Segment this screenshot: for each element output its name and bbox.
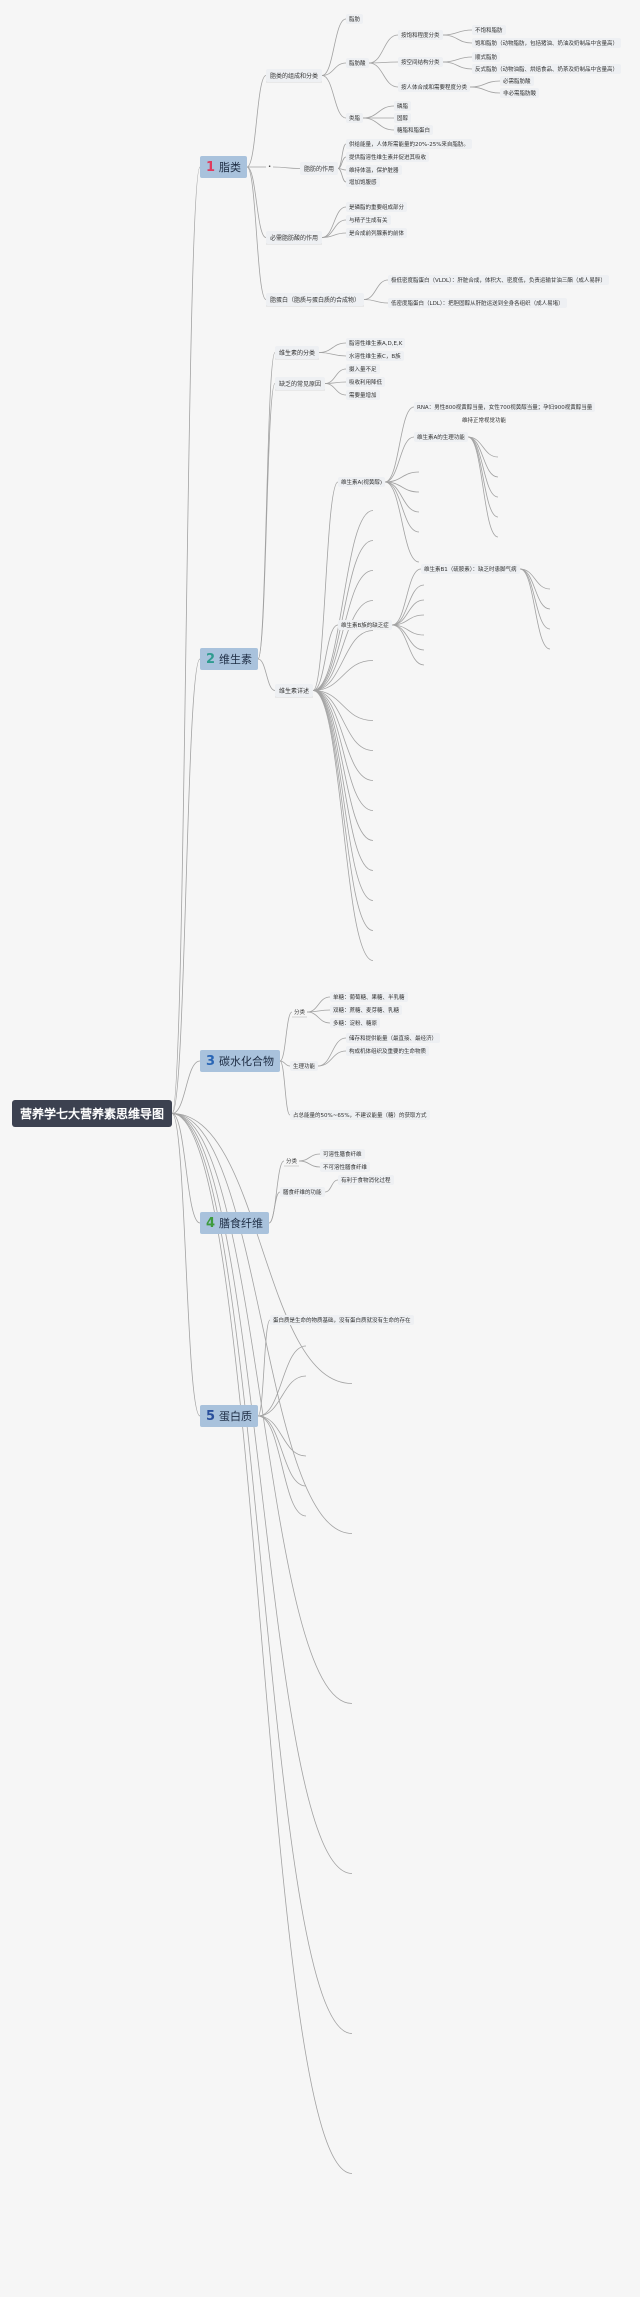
carbs-di[interactable]: 双糖：蔗糖、麦芽糖、乳糖: [330, 1005, 403, 1015]
fat-function-1[interactable]: 供给能量，人体所需能量的20%-25%来自脂肪。: [346, 139, 472, 149]
vitamin-deficiency-2[interactable]: 吸收利用降低: [346, 377, 386, 387]
vitamin-classify[interactable]: 维生素的分类: [275, 346, 320, 359]
carbs-physio-1[interactable]: 储存和提供能量（最直接、最经济）: [346, 1033, 441, 1043]
fat-efa-3[interactable]: 是合成前列腺素的前体: [346, 228, 408, 238]
fat-ldl[interactable]: 低密度脂蛋白（LDL）：把胆固醇从肝脏运送到全身各组织（成人易堵）: [388, 298, 567, 308]
carbs-mono[interactable]: 单糖：葡萄糖、果糖、半乳糖: [330, 992, 408, 1002]
branch-number-3: 3: [206, 1054, 216, 1069]
fat-efa-function[interactable]: 必需脂肪酸的作用: [266, 231, 323, 244]
fat-cis[interactable]: 顺式脂肪: [472, 52, 501, 62]
vitamin-water-soluble[interactable]: 水溶性维生素C，B族: [346, 351, 404, 361]
fat-sterol[interactable]: 固醇: [394, 113, 412, 123]
vitamin-fat-soluble[interactable]: 脂溶性维生素A,D,E,K: [346, 338, 406, 348]
vitamin-deficiency-1[interactable]: 摄入量不足: [346, 364, 380, 374]
vitamin-deficiency[interactable]: 缺乏的常见原因: [275, 377, 326, 390]
branch-title-vitamin: 维生素: [219, 653, 253, 666]
fat-function-4[interactable]: 增加饱腹感: [346, 177, 380, 187]
fat-by-saturation[interactable]: 按饱和程度分类: [398, 30, 443, 40]
fat-fatty-acid[interactable]: 脂肪酸: [346, 58, 369, 68]
branch-title-carbs: 碳水化合物: [219, 1055, 275, 1068]
fat-by-structure[interactable]: 按空间结构分类: [398, 57, 443, 67]
carbs-classify[interactable]: 分类: [294, 1010, 306, 1016]
fat-essential[interactable]: 必需脂肪酸: [500, 76, 534, 86]
fat-function-2[interactable]: 提供脂溶性维生素并促进其吸收: [346, 152, 430, 162]
fat-glycolipid[interactable]: 糖脂和脂蛋白: [394, 125, 434, 135]
protein-basis[interactable]: 蛋白质是生命的物质基础，没有蛋白质就没有生命的存在: [270, 1315, 414, 1325]
vitamin-a-function[interactable]: 维生素A的生理功能: [414, 432, 468, 442]
fat-vldl[interactable]: 极低密度脂蛋白（VLDL）：肝脏合成，体积大、密度低，负责运输甘油三酯（成人易胖…: [388, 275, 609, 285]
fat-lipoid[interactable]: 类脂: [346, 113, 364, 123]
fat-function-3[interactable]: 维持体温，保护脏器: [346, 165, 402, 175]
fat-by-need[interactable]: 按人体合成和需要程度分类: [398, 82, 471, 92]
branch-title-protein: 蛋白质: [219, 1410, 253, 1423]
fat-phospholipid[interactable]: 磷脂: [394, 101, 412, 111]
fiber-function-1[interactable]: 有利于食物消化过程: [338, 1175, 394, 1185]
fiber-insoluble[interactable]: 不可溶性膳食纤维: [320, 1162, 371, 1172]
branch-number-2: 2: [206, 652, 216, 667]
fat-fat[interactable]: 脂肪: [346, 14, 364, 24]
fiber-soluble[interactable]: 可溶性膳食纤维: [320, 1149, 365, 1159]
branch-title-fat: 脂类: [219, 161, 242, 174]
branch-title-fiber: 膳食纤维: [219, 1217, 264, 1230]
branch-number-1: 1: [206, 160, 216, 175]
vitamin-b-deficiency[interactable]: 维生素B族的缺乏症: [338, 620, 392, 630]
fat-bullet: •: [268, 164, 272, 170]
fat-lipoprotein[interactable]: 脂蛋白（脂质与蛋白质的合成物）: [266, 293, 365, 306]
vitamin-a[interactable]: 维生素A(视黄醇): [338, 477, 386, 487]
fat-efa-1[interactable]: 是磷脂的重要组成部分: [346, 202, 408, 212]
fat-efa-2[interactable]: 与精子生成有关: [346, 215, 391, 225]
fat-composition[interactable]: 脂类的组成和分类: [266, 69, 323, 82]
carbs-physio-2[interactable]: 构成机体组织及重要的生命物质: [346, 1046, 430, 1056]
fat-non-essential[interactable]: 非必需脂肪酸: [500, 88, 540, 98]
vitamin-b1[interactable]: 维生素B1（硫胺素）：缺乏时患脚气病: [421, 564, 520, 574]
fiber-classify[interactable]: 分类: [286, 1159, 298, 1165]
root-topic[interactable]: 营养学七大营养素思维导图: [12, 1100, 173, 1127]
vitamin-a-note[interactable]: 维持正常视觉功能: [462, 418, 507, 424]
fat-unsaturated[interactable]: 不饱和脂肪: [472, 25, 506, 35]
fat-saturated[interactable]: 饱和脂肪（动物脂肪，包括猪油、奶油及奶制品中含量高）: [472, 38, 622, 48]
carbs-poly[interactable]: 多糖：淀粉、糖原: [330, 1018, 381, 1028]
fiber-function[interactable]: 膳食纤维的功能: [280, 1187, 325, 1197]
branch-number-4: 4: [206, 1216, 216, 1231]
vitamin-a-rna[interactable]: RNA：男性800视黄醇当量，女性700视黄醇当量；孕妇900视黄醇当量: [414, 402, 596, 412]
vitamin-detail[interactable]: 维生素详述: [275, 684, 314, 697]
carbs-physio[interactable]: 生理功能: [290, 1061, 319, 1071]
root-title: 营养学七大营养素思维导图: [20, 1107, 165, 1121]
fat-trans[interactable]: 反式脂肪（动物油脂、烘焙食品、奶茶及奶制品中含量高）: [472, 64, 622, 74]
carbs-energy[interactable]: 占总能量的50%~65%，不建议能量（糖）的获取方式: [290, 1110, 430, 1120]
vitamin-deficiency-3[interactable]: 需要量增加: [346, 390, 380, 400]
branch-number-5: 5: [206, 1409, 216, 1424]
fat-function[interactable]: 脂肪的作用: [300, 162, 339, 175]
